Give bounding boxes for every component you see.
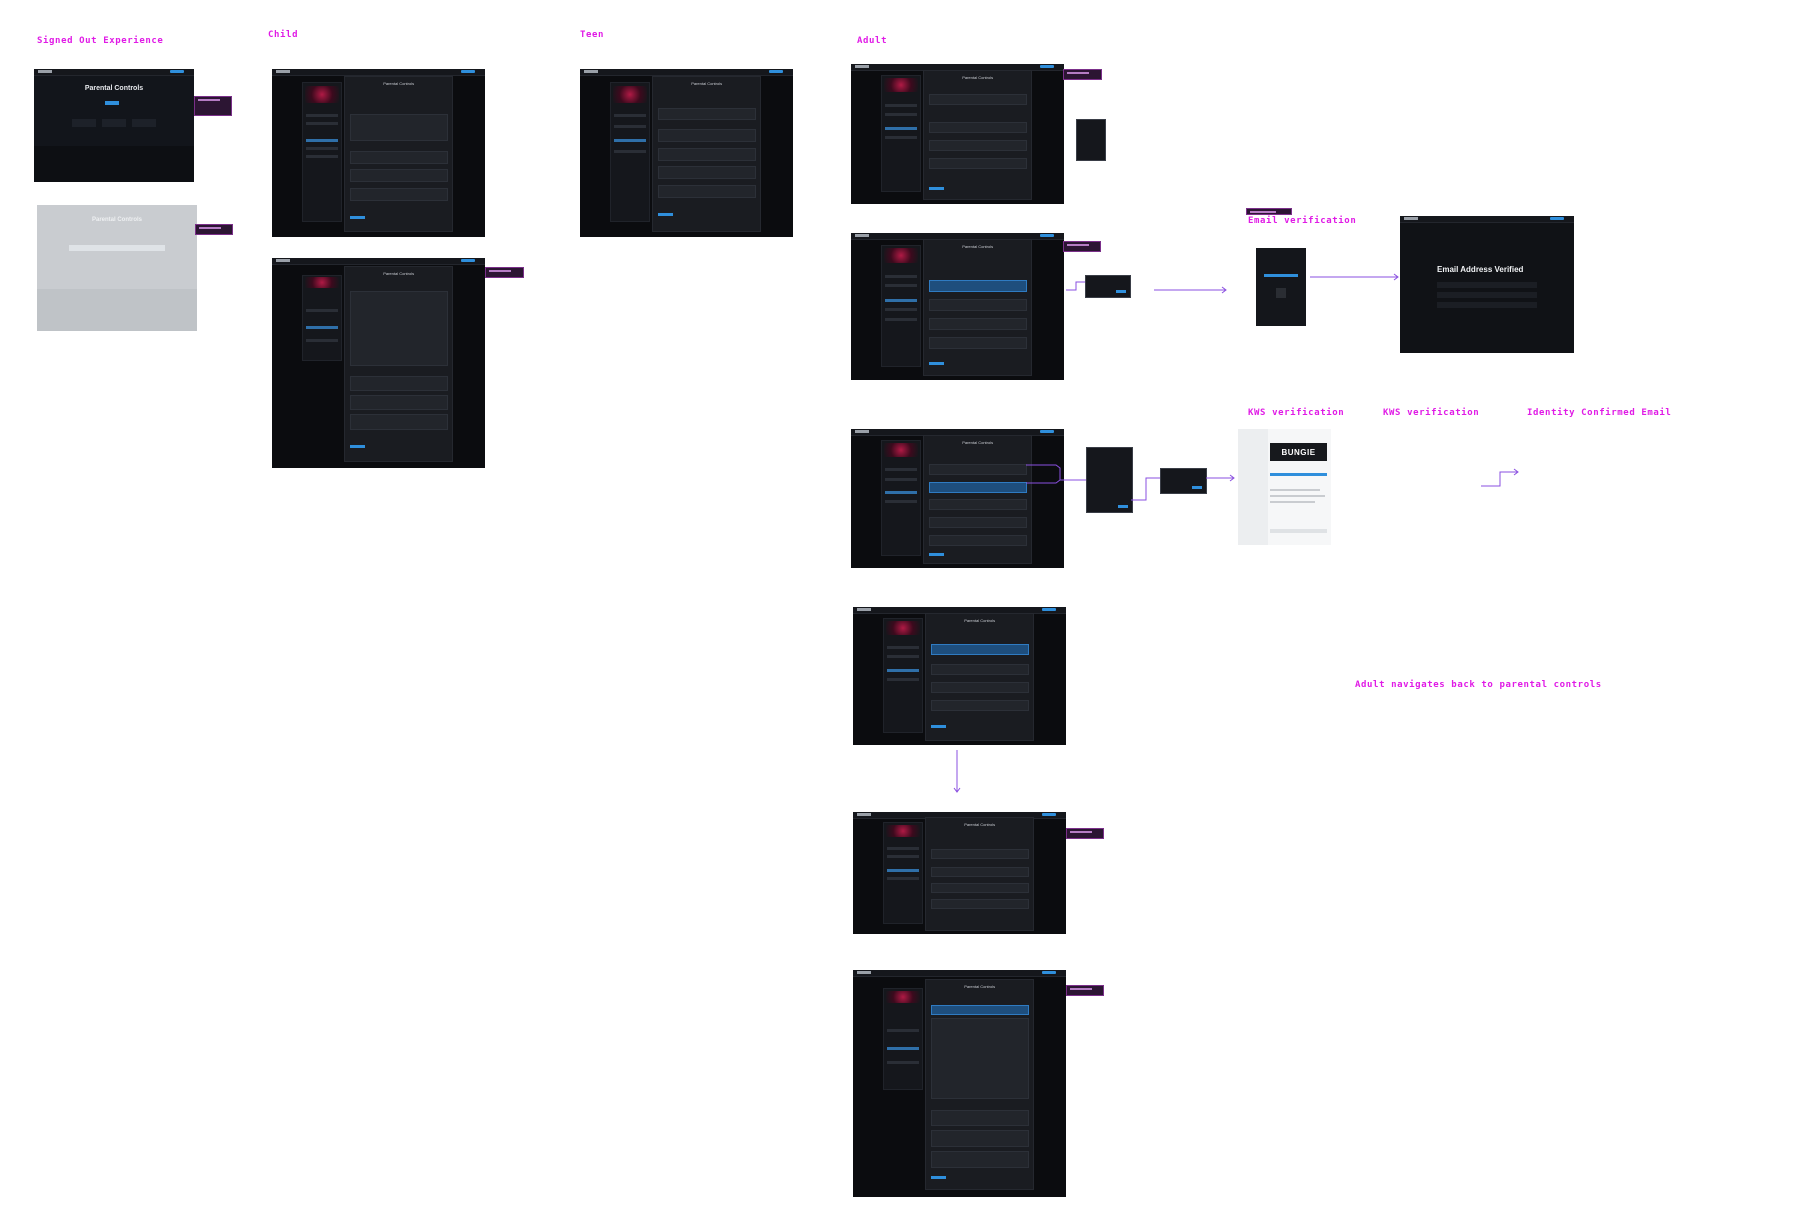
platform-option[interactable] [132,119,156,127]
selected-account-row[interactable] [930,643,1029,655]
annotation-tag [1246,208,1292,215]
connector-arrow [1066,281,1085,291]
submit-button[interactable] [928,553,944,557]
label-kws-verification-1: KWS verification [1248,408,1345,418]
label-adult-back: Adult navigates back to parental control… [1355,680,1602,690]
page-title: Parental Controls [91,217,142,223]
connector-arrow [1131,477,1160,501]
submit-button[interactable] [930,1176,946,1180]
label-signed-out: Signed Out Experience [37,36,164,46]
confirm-modal[interactable] [1160,468,1207,494]
teen-screen: Parental Controls [580,69,793,237]
page-title: Parental Controls [383,271,415,277]
footer [37,289,197,331]
continue-button[interactable] [1270,473,1327,476]
adult-screen-5: Parental Controls [853,812,1066,934]
page-title: Parental Controls [964,617,996,623]
confirm-modal[interactable] [1085,275,1131,298]
search-field[interactable] [69,245,165,251]
platform-option[interactable] [102,119,126,127]
page-title: Parental Controls [691,80,723,86]
label-adult: Adult [857,36,888,46]
page-title: Parental Controls [964,821,996,827]
annotation-note [195,224,233,235]
kws-sidebar [1238,429,1268,545]
email-verified-screen: Email Address Verified [1400,216,1574,353]
shield-icon [1276,288,1286,298]
account-row [1437,292,1537,298]
email-verification-mail [1256,248,1306,326]
info-modal[interactable] [1086,447,1133,513]
annotation-note [1063,241,1101,252]
annotation-note [485,267,524,278]
selected-account-row[interactable] [928,481,1027,493]
submit-button[interactable] [657,212,673,216]
page-title: Parental Controls [962,74,994,80]
submit-button[interactable] [928,186,944,190]
page-title: Parental Controls [84,85,144,92]
child-screen-1: Parental Controls [272,69,485,237]
label-identity-confirmed: Identity Confirmed Email [1527,408,1672,418]
sign-in-button[interactable] [105,101,119,105]
adult-screen-1: Parental Controls [851,64,1064,204]
adult-screen-2: Parental Controls [851,233,1064,380]
bungie-logo: BUNGIE [1270,443,1327,461]
email-verified-title: Email Address Verified [1437,265,1524,274]
submit-button[interactable] [349,445,365,449]
label-kws-verification-2: KWS verification [1383,408,1480,418]
signed-out-screen-dark: Parental Controls [34,69,194,182]
page-title: Parental Controls [383,80,415,86]
qr-panel [349,113,448,141]
annotation-note [1063,69,1102,80]
adult-screen-3: Parental Controls [851,429,1064,568]
page-title: Parental Controls [962,439,994,445]
top-nav-bar [34,69,194,76]
footer [34,146,194,182]
page-title: Parental Controls [962,243,994,249]
selected-account-row[interactable] [930,1005,1029,1016]
label-teen: Teen [580,30,605,40]
page-title: Parental Controls [964,984,996,990]
submit-button[interactable] [349,215,365,219]
annotation-note [1066,828,1104,839]
connector-arrow [1481,471,1518,487]
verify-button[interactable] [1264,274,1298,277]
dropdown-popup[interactable] [1076,119,1106,161]
adult-screen-4: Parental Controls [853,607,1066,745]
account-row [1437,282,1537,288]
selected-account-row[interactable] [928,280,1027,292]
platform-option[interactable] [72,119,96,127]
adult-screen-6: Parental Controls [853,970,1066,1197]
submit-button[interactable] [930,725,946,729]
account-row [1437,302,1537,308]
label-child: Child [268,30,299,40]
signed-out-screen-light: Parental Controls [37,205,197,331]
annotation-note [194,96,232,116]
submit-button[interactable] [928,361,944,365]
kws-verification-page: BUNGIE [1238,429,1331,545]
label-email-verification: Email verification [1248,216,1357,226]
annotation-note [1066,985,1104,996]
child-screen-2: Parental Controls [272,258,485,468]
